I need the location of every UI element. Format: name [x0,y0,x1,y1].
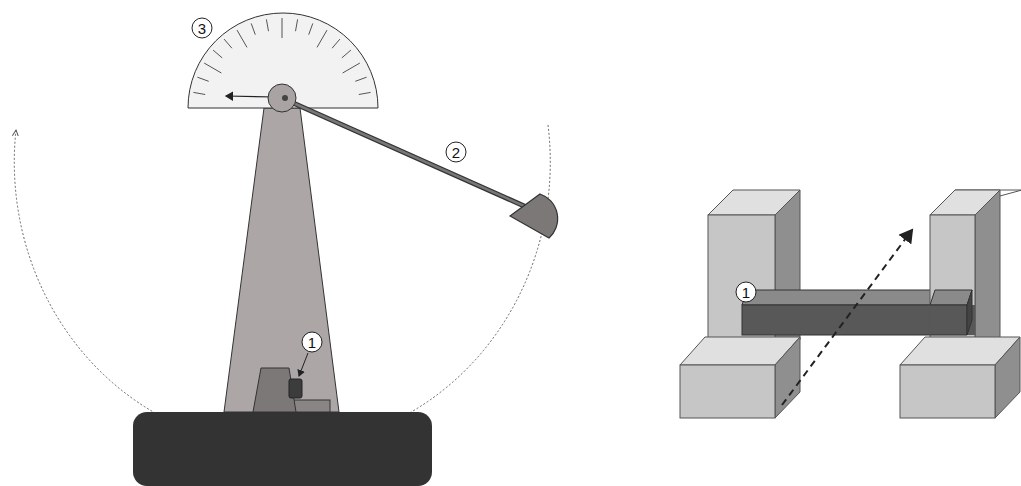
callout-circle [736,282,756,302]
callout-circle [302,332,322,352]
right-support [900,190,1021,418]
machine-base [133,412,432,486]
callout-circle [192,18,212,38]
pendulum-arm [282,98,533,210]
pendulum-hammer [510,194,558,238]
specimen-bar [742,290,972,335]
pivot-pin [282,95,288,101]
leader-line [299,353,308,376]
specimen [289,379,302,398]
pendulum-arm-core [282,98,533,210]
anvil-ledge [293,400,330,412]
callout-number: 1 [302,335,322,350]
tower [224,108,339,412]
dial-ticks [193,18,370,95]
callout-number: 2 [446,145,466,160]
specimen-bar-front [930,290,972,335]
callout-circle [446,142,466,162]
callout-number: 1 [736,285,756,300]
pivot [268,84,296,112]
impact-direction [782,230,912,405]
callout-number: 3 [192,21,212,36]
